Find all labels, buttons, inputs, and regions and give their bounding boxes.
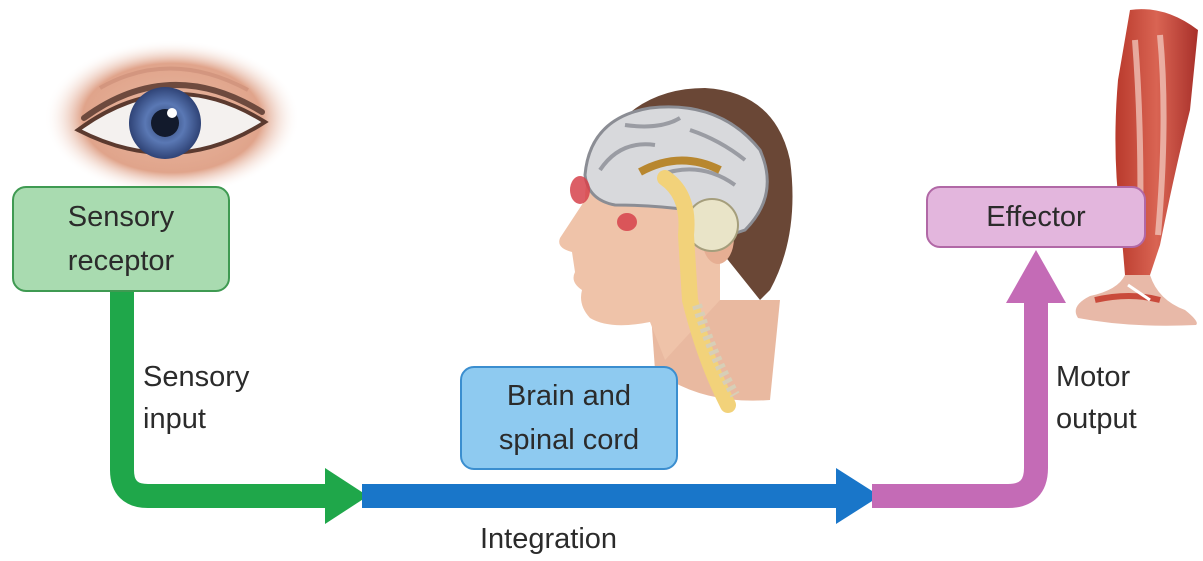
integration-arrow	[362, 468, 880, 524]
sensory-input-label: Sensory input	[143, 361, 250, 435]
brain-spinal-cord-box: Brain and spinal cord	[460, 366, 678, 470]
eye-illustration	[44, 40, 300, 196]
integration-label: Integration	[480, 523, 618, 555]
motor-output-label: Motor output	[1056, 361, 1137, 435]
sensory-receptor-box: Sensory receptor	[12, 186, 230, 292]
motor-output-arrow	[872, 250, 1066, 508]
sensory-input-arrow	[110, 292, 368, 524]
leg-muscle-illustration	[1075, 9, 1198, 326]
head-brain-illustration	[559, 88, 793, 413]
effector-box: Effector	[926, 186, 1146, 248]
